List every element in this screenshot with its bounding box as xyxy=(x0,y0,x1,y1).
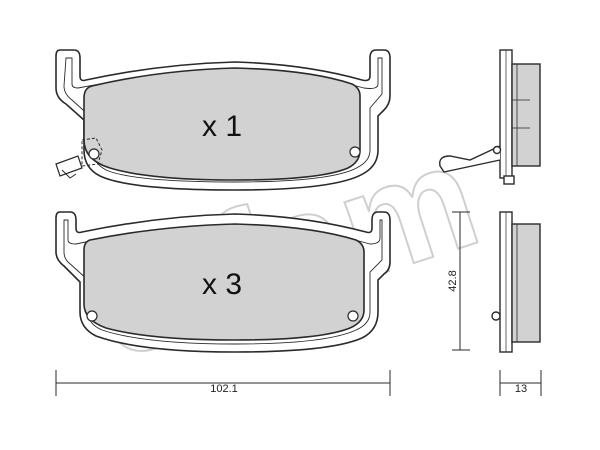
top-pad-side-view xyxy=(439,49,541,185)
bottom-pad-mounting-hole-left xyxy=(86,310,98,322)
thickness-dimension xyxy=(499,370,542,396)
top-pad: x 1 xyxy=(55,49,391,191)
bottom-pad-quantity-label: x 3 xyxy=(202,268,242,301)
thickness-dimension-label: 13 xyxy=(515,383,527,395)
top-pad-quantity-label: x 1 xyxy=(202,110,242,143)
top-pad-wear-sensor xyxy=(55,137,103,179)
width-dimension xyxy=(55,370,391,396)
top-pad-clip xyxy=(439,145,501,173)
bottom-pad-mounting-hole-right xyxy=(347,310,359,322)
top-pad-mounting-hole xyxy=(349,146,361,158)
height-dimension-label: 42.8 xyxy=(447,270,459,291)
bottom-pad: x 3 xyxy=(55,211,391,353)
bottom-pad-side-view xyxy=(491,211,541,353)
width-dimension-label: 102.1 xyxy=(210,383,238,395)
height-dimension xyxy=(452,211,470,351)
